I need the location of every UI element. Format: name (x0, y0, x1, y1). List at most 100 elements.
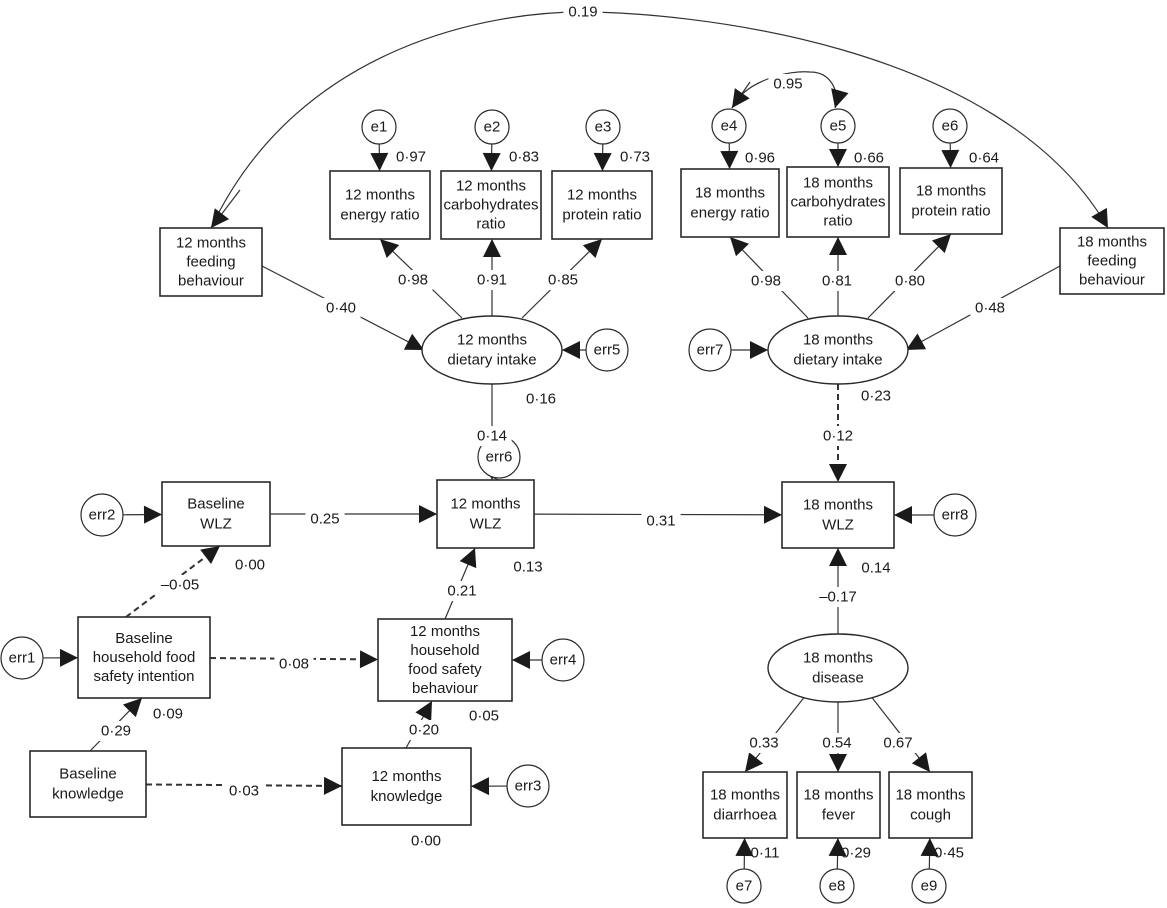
e6-circle (932, 108, 968, 144)
di12-label-line-1: 12 months (457, 332, 527, 349)
bwlz-label-line-2: WLZ (200, 516, 232, 533)
err8-circle (933, 493, 977, 537)
fb12-label-line-2: feeding (186, 254, 235, 271)
coef-k12-fsb12-bg (404, 720, 444, 740)
coef-di12-cr12: 0·91 (477, 272, 507, 289)
er18-label-line-1: 18 months (695, 185, 765, 202)
fsb12-label-line-3: food safety (408, 661, 482, 678)
coef-e4-er18: 0·96 (745, 150, 775, 167)
coef-di18-er18-bg (746, 271, 786, 291)
path-fb12-to-fb18-start-head (210, 189, 241, 229)
node-e9: e9 (911, 868, 947, 904)
node-err3: err3 (506, 764, 550, 808)
coef-di18-wlz18: 0·12 (823, 428, 853, 445)
coef-fb18-di18: 0·48 (975, 300, 1005, 317)
node-err2: err2 (80, 493, 124, 537)
r-squared-k12: 0·00 (411, 833, 441, 850)
fb12-label-line-1: 12 months (176, 235, 246, 252)
node-e7: e7 (726, 868, 762, 904)
coef-e7-dia18: 0·11 (751, 845, 780, 862)
coef-dis18-cou18: 0.67 (883, 735, 912, 752)
coef-e2-cr12: 0·83 (509, 149, 539, 166)
node-e8: e8 (819, 868, 855, 904)
node-fb12: 12 months feeding behaviour (159, 227, 263, 297)
e4-circle (711, 108, 747, 144)
k12-box (341, 747, 472, 826)
coef-bk-k12-bg (224, 781, 264, 801)
node-pr12: 12 months protein ratio (551, 170, 653, 240)
err1-label-line-1: err1 (9, 650, 36, 667)
err5-circle (585, 328, 629, 372)
k12-label-line-2: knowledge (371, 788, 443, 805)
node-err5: err5 (585, 328, 629, 372)
fb12-box (159, 227, 263, 297)
coef-fb12-di12: 0·40 (326, 300, 356, 317)
er18-box (680, 168, 780, 238)
coef-e8-fev18: 0·29 (841, 845, 871, 862)
node-e2: e2 (474, 109, 510, 145)
bfsi-label-line-3: safety intention (94, 668, 195, 685)
node-err4: err4 (541, 638, 585, 682)
r-squared-di12: 0·16 (526, 391, 556, 408)
cou18-label-line-1: 18 months (895, 787, 965, 804)
dia18-label-line-2: diarrhoea (713, 807, 777, 824)
e3-label-line-1: e3 (595, 119, 612, 136)
fsb12-label-line-4: behaviour (412, 680, 478, 697)
err1-circle (0, 636, 44, 680)
cr12-label-line-2: carbohydrates (443, 197, 538, 214)
coef-bk-bfsi: 0·29 (101, 723, 131, 740)
coef-di18-pr18-bg (890, 271, 930, 291)
e3-circle (585, 109, 621, 145)
fsb12-box (377, 618, 513, 702)
r-squared-wlz18: 0.14 (861, 560, 890, 577)
fev18-box (796, 771, 881, 839)
nodes-layer: 12 months feeding behaviour 12 months energy… (0, 108, 1165, 904)
fb12-label-line-3: behaviour (178, 273, 244, 290)
di18-ellipse (767, 315, 909, 385)
pr12-label-line-2: protein ratio (562, 207, 641, 224)
r-squared-wlz12: 0.13 (513, 559, 542, 576)
cr12-label-line-3: ratio (476, 216, 505, 233)
coef-bfsi-fsb12: 0·08 (279, 656, 309, 673)
coef-di12-pr12: 0·85 (548, 272, 578, 289)
err4-label-line-1: err4 (550, 652, 577, 669)
e5-circle (820, 108, 856, 144)
bk-box (29, 750, 147, 818)
node-di12: 12 months dietary intake (421, 315, 563, 385)
er12-label-line-2: energy ratio (340, 207, 419, 224)
r-squared-bfsi: 0·09 (153, 706, 183, 723)
coef-bfsi-bwlz: –0·05 (161, 577, 199, 594)
node-e4: e4 (711, 108, 747, 144)
di12-label-line-2: dietary intake (447, 352, 536, 369)
bfsi-box (77, 616, 211, 699)
di18-label-line-2: dietary intake (793, 352, 882, 369)
coef-e5-cr18: 0·66 (854, 150, 884, 167)
coef-wlz12-wlz18: 0.31 (646, 513, 675, 530)
coef-di12-wlz12: 0·14 (477, 428, 507, 445)
err3-circle (506, 764, 550, 808)
coef-k12-fsb12: 0·20 (409, 722, 439, 739)
pr12-label-line-1: 12 months (567, 187, 637, 204)
coef-dis18-dia18: 0.33 (749, 735, 778, 752)
e1-label-line-1: e1 (371, 119, 388, 136)
cr18-label-line-1: 18 months (803, 175, 873, 192)
coef-di18-er18: 0·98 (751, 273, 781, 290)
fb18-label-line-2: feeding (1087, 253, 1136, 270)
coef-e4-e5: 0.95 (773, 76, 802, 93)
err2-label-line-1: err2 (89, 507, 116, 524)
coef-fsb12-wlz12-bg (442, 581, 482, 601)
cr12-label-line-1: 12 months (456, 178, 526, 195)
coef-bfsi-fsb12-bg (274, 654, 314, 674)
coef-fb12-fb18: 0.19 (568, 4, 597, 21)
e7-label-line-1: e7 (736, 878, 753, 895)
coef-dis18-fev18-bg (817, 733, 857, 753)
wlz18-label-line-1: 18 months (803, 497, 873, 514)
bk-label-line-2: knowledge (52, 786, 124, 803)
